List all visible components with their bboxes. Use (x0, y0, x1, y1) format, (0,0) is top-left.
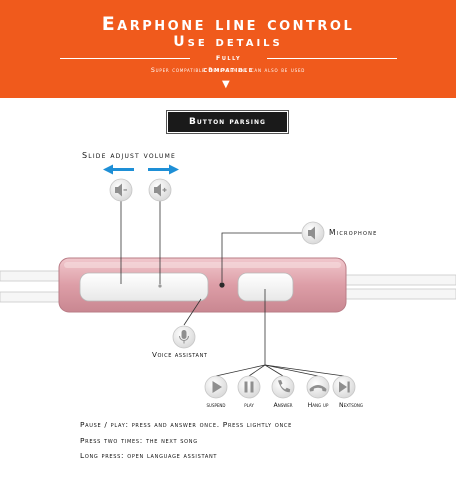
action-label-suspend: suspend (206, 402, 226, 409)
voice-assistant-icon (172, 325, 196, 349)
instruction-line: Pause / play: press and answer once. Pre… (80, 420, 292, 429)
slide-volume-label: Slide adjust volume (82, 151, 176, 160)
action-label-hangup: Hang up (307, 402, 329, 409)
section-badge-label: Button parsing (189, 117, 266, 127)
action-label-nextsong: Nextsong (338, 402, 364, 409)
page-subtitle: Use details (173, 34, 283, 50)
page-title: Earphone line control (101, 13, 355, 35)
divider-right (267, 58, 397, 59)
volume-slider-button[interactable] (79, 272, 209, 302)
compat-text: Fully compatible (203, 54, 254, 74)
phone-answer-icon (271, 375, 295, 399)
volume-down-icon (109, 178, 133, 202)
divider-left (60, 58, 190, 59)
pause-icon (237, 375, 261, 399)
down-arrow-icon: ▼ (222, 79, 230, 90)
next-track-icon (332, 375, 356, 399)
instruction-line: Long press: open language assistant (80, 451, 218, 460)
compat-row: Fully compatible (0, 52, 456, 74)
arrow-right-icon (148, 164, 179, 175)
callout-lines (120, 200, 345, 377)
instruction-line: Press two times: the next song (80, 436, 198, 445)
cable-left (0, 270, 63, 303)
compat-note: Super compatible Replacement can also be… (150, 67, 306, 74)
microphone-hole (219, 282, 225, 288)
action-label-answer: Answer (273, 402, 293, 409)
microphone-icon (301, 221, 325, 245)
action-label-play: play (244, 402, 254, 409)
section-badge: Button parsing (169, 113, 286, 131)
play-icon (204, 375, 228, 399)
header-banner: Earphone line control Use details Fully … (0, 0, 456, 98)
microphone-label: Microphone (329, 228, 378, 237)
volume-up-icon (148, 178, 172, 202)
voice-assistant-label: Voice assistant (152, 350, 208, 359)
cable-right (341, 274, 456, 300)
multifunction-button[interactable] (237, 272, 294, 302)
arrow-left-icon (103, 164, 134, 175)
phone-hangup-icon (306, 375, 330, 399)
